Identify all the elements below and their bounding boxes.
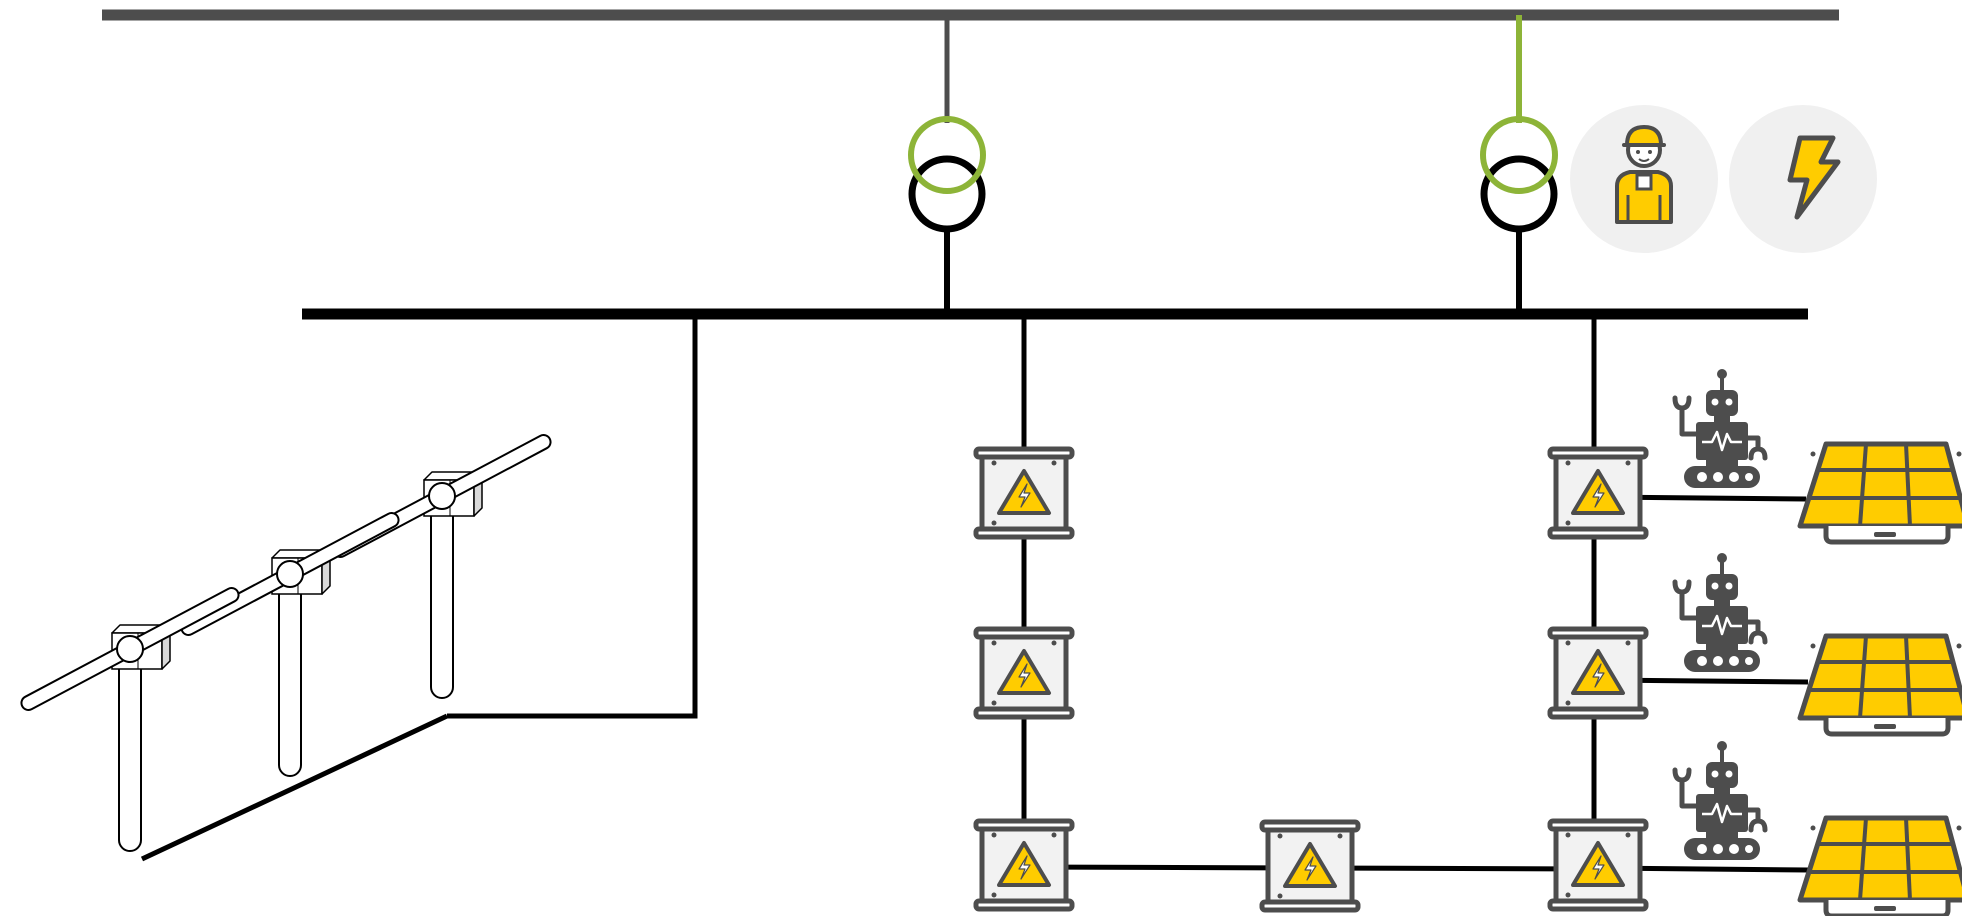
- substation-box: [1550, 821, 1646, 909]
- substation-box: [1550, 629, 1646, 717]
- wind-turbine-2: [177, 509, 403, 777]
- robot-icon: [1675, 369, 1765, 488]
- transformer-1: [908, 15, 986, 312]
- lightning-icon: [1729, 105, 1877, 253]
- substation-box: [1550, 449, 1646, 537]
- substation-box: [976, 629, 1072, 717]
- solar-panel-icon: [1800, 444, 1962, 542]
- transformer-2: [1480, 15, 1558, 312]
- robot-icon: [1675, 553, 1765, 672]
- robot-icon: [1675, 741, 1765, 860]
- solar-panel-icon: [1800, 636, 1962, 734]
- wind-turbine-1: [329, 431, 555, 699]
- worker-icon: [1570, 105, 1718, 253]
- substation-box: [976, 449, 1072, 537]
- solar-panel-icon: [1800, 818, 1962, 916]
- substation-box: [1262, 822, 1358, 910]
- substation-box: [976, 821, 1072, 909]
- wind-feeder: [140, 314, 698, 862]
